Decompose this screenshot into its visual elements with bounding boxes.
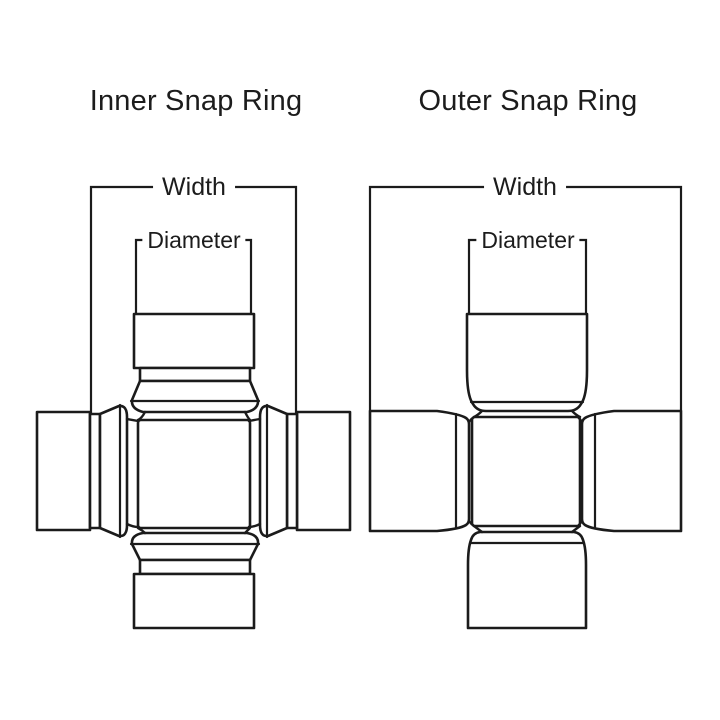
left-cap-collar (98, 404, 129, 538)
top-bearing-cap (465, 312, 589, 413)
right-cap-fillet (576, 415, 584, 424)
diameter-label-outer: Diameter (476, 227, 580, 253)
inner-snap-ring-diagram (35, 185, 352, 630)
bottom-cap-fillet (570, 524, 582, 534)
top-bearing-cap (132, 312, 256, 370)
bottom-cap-collar (130, 531, 260, 562)
left-bearing-cap (35, 410, 92, 532)
right-bearing-cap (580, 409, 683, 533)
left-cap-fillet (467, 415, 476, 424)
top-cap-fillet (243, 410, 252, 422)
cross-center-body (136, 418, 252, 530)
left-cap-fillet (467, 519, 476, 528)
top-cap-collar (130, 379, 260, 414)
outer-snap-ring-diagram (368, 185, 683, 630)
left-bearing-cap (368, 409, 471, 533)
width-label-inner: Width (153, 174, 235, 200)
cross-center-body (470, 415, 582, 528)
bottom-bearing-cap (466, 530, 588, 630)
bottom-cap-fillet (243, 526, 252, 535)
right-cap-fillet (576, 519, 584, 528)
right-cap-fillet (247, 417, 262, 423)
bottom-bearing-cap (132, 572, 256, 630)
left-cap-fillet (125, 522, 140, 529)
right-cap-fillet (247, 522, 262, 529)
left-cap-ridge (88, 412, 102, 530)
top-cap-fillet (570, 409, 582, 419)
top-cap-fillet (136, 410, 147, 422)
left-cap-fillet (125, 417, 140, 423)
right-bearing-cap (295, 410, 352, 532)
right-cap-ridge (285, 412, 299, 530)
diameter-label-inner: Diameter (142, 227, 246, 253)
bottom-cap-ridge (138, 558, 252, 576)
width-label-outer: Width (484, 174, 566, 200)
bottom-cap-fillet (136, 526, 147, 535)
top-cap-ridge (138, 366, 252, 383)
diagram-title-outer: Outer Snap Ring (418, 84, 638, 118)
diagram-title-inner: Inner Snap Ring (89, 84, 303, 118)
right-cap-collar (258, 404, 289, 538)
